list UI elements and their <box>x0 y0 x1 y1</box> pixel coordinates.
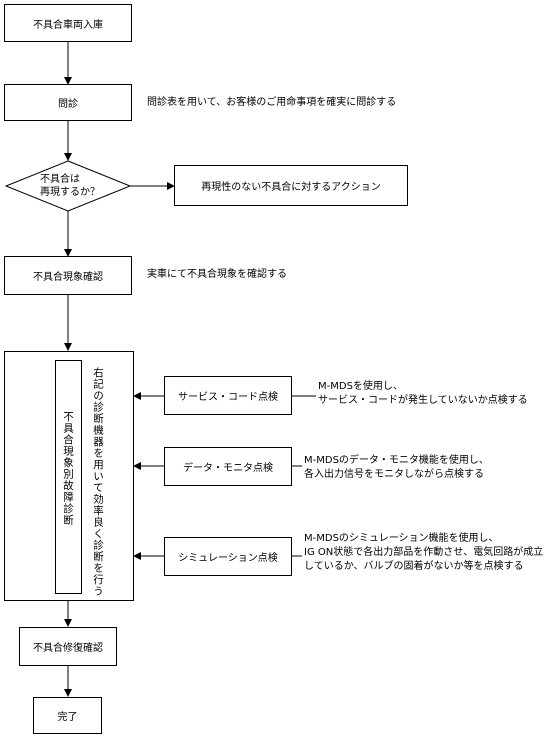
complete-box: 完了 <box>33 697 102 734</box>
repair-confirm-label: 不具合修復確認 <box>33 643 103 654</box>
data-monitor-check-label: データ・モニタ点検 <box>183 463 273 474</box>
decision-text: 不具合は 再現するか？ <box>40 173 100 199</box>
service-code-check-box: サービス・コード点検 <box>164 376 292 415</box>
confirm-note: 実車にて不具合現象を確認する <box>147 269 287 280</box>
interview-box: 問診 <box>4 84 132 121</box>
interview-note: 問診表を用いて、お客様のご用命事項を確実に問診する <box>147 97 397 108</box>
start-box: 不具合車両入庫 <box>4 4 132 42</box>
no-repro-action-label: 再現性のない不具合に対するアクション <box>201 182 381 193</box>
simulation-note-line3: しているか、バルブの固着がないか等を点検する <box>304 561 524 572</box>
simulation-check-note: M-MDSのシミュレーション機能を使用し、 IG ON状態で各出力部品を作動させ… <box>304 532 543 574</box>
simulation-note-line1: M-MDSのシミュレーション機能を使用し、 <box>304 533 499 544</box>
data-monitor-check-box: データ・モニタ点検 <box>164 447 292 486</box>
simulation-check-label: シミュレーション点検 <box>178 553 278 564</box>
repair-confirm-box: 不具合修復確認 <box>19 627 117 666</box>
service-code-check-note: M-MDSを使用し、 サービス・コードが発生していないか点検する <box>318 380 528 408</box>
no-repro-action-box: 再現性のない不具合に対するアクション <box>174 165 408 206</box>
confirm-box: 不具合現象確認 <box>4 256 132 295</box>
simulation-note-line2: IG ON状態で各出力部品を作動させ、電気回路が成立 <box>304 547 544 558</box>
simulation-check-box: シミュレーション点検 <box>164 537 292 576</box>
decision-line1: 不具合は <box>40 174 80 185</box>
complete-label: 完了 <box>57 712 78 723</box>
data-monitor-note-line2: 各入出力信号をモニタしながら点検する <box>304 469 484 480</box>
confirm-label: 不具合現象確認 <box>33 272 103 283</box>
service-code-note-line1: M-MDSを使用し、 <box>318 381 403 392</box>
start-label: 不具合車両入庫 <box>33 19 103 31</box>
diagnosis-side-text: 右記の診断機器を用いて効率良く診断を行う <box>92 367 104 597</box>
data-monitor-check-note: M-MDSのデータ・モニタ機能を使用し、 各入出力信号をモニタしながら点検する <box>304 454 489 482</box>
interview-label: 問診 <box>58 99 78 110</box>
diagnosis-vertical-label: 不具合現象別故障診断 <box>62 411 74 526</box>
data-monitor-note-line1: M-MDSのデータ・モニタ機能を使用し、 <box>304 455 489 466</box>
service-code-check-label: サービス・コード点検 <box>178 392 278 403</box>
decision-line2: 再現するか？ <box>40 187 100 198</box>
service-code-note-line2: サービス・コードが発生していないか点検する <box>318 395 528 406</box>
diagnosis-inner-box: 不具合現象別故障診断 <box>55 360 82 594</box>
